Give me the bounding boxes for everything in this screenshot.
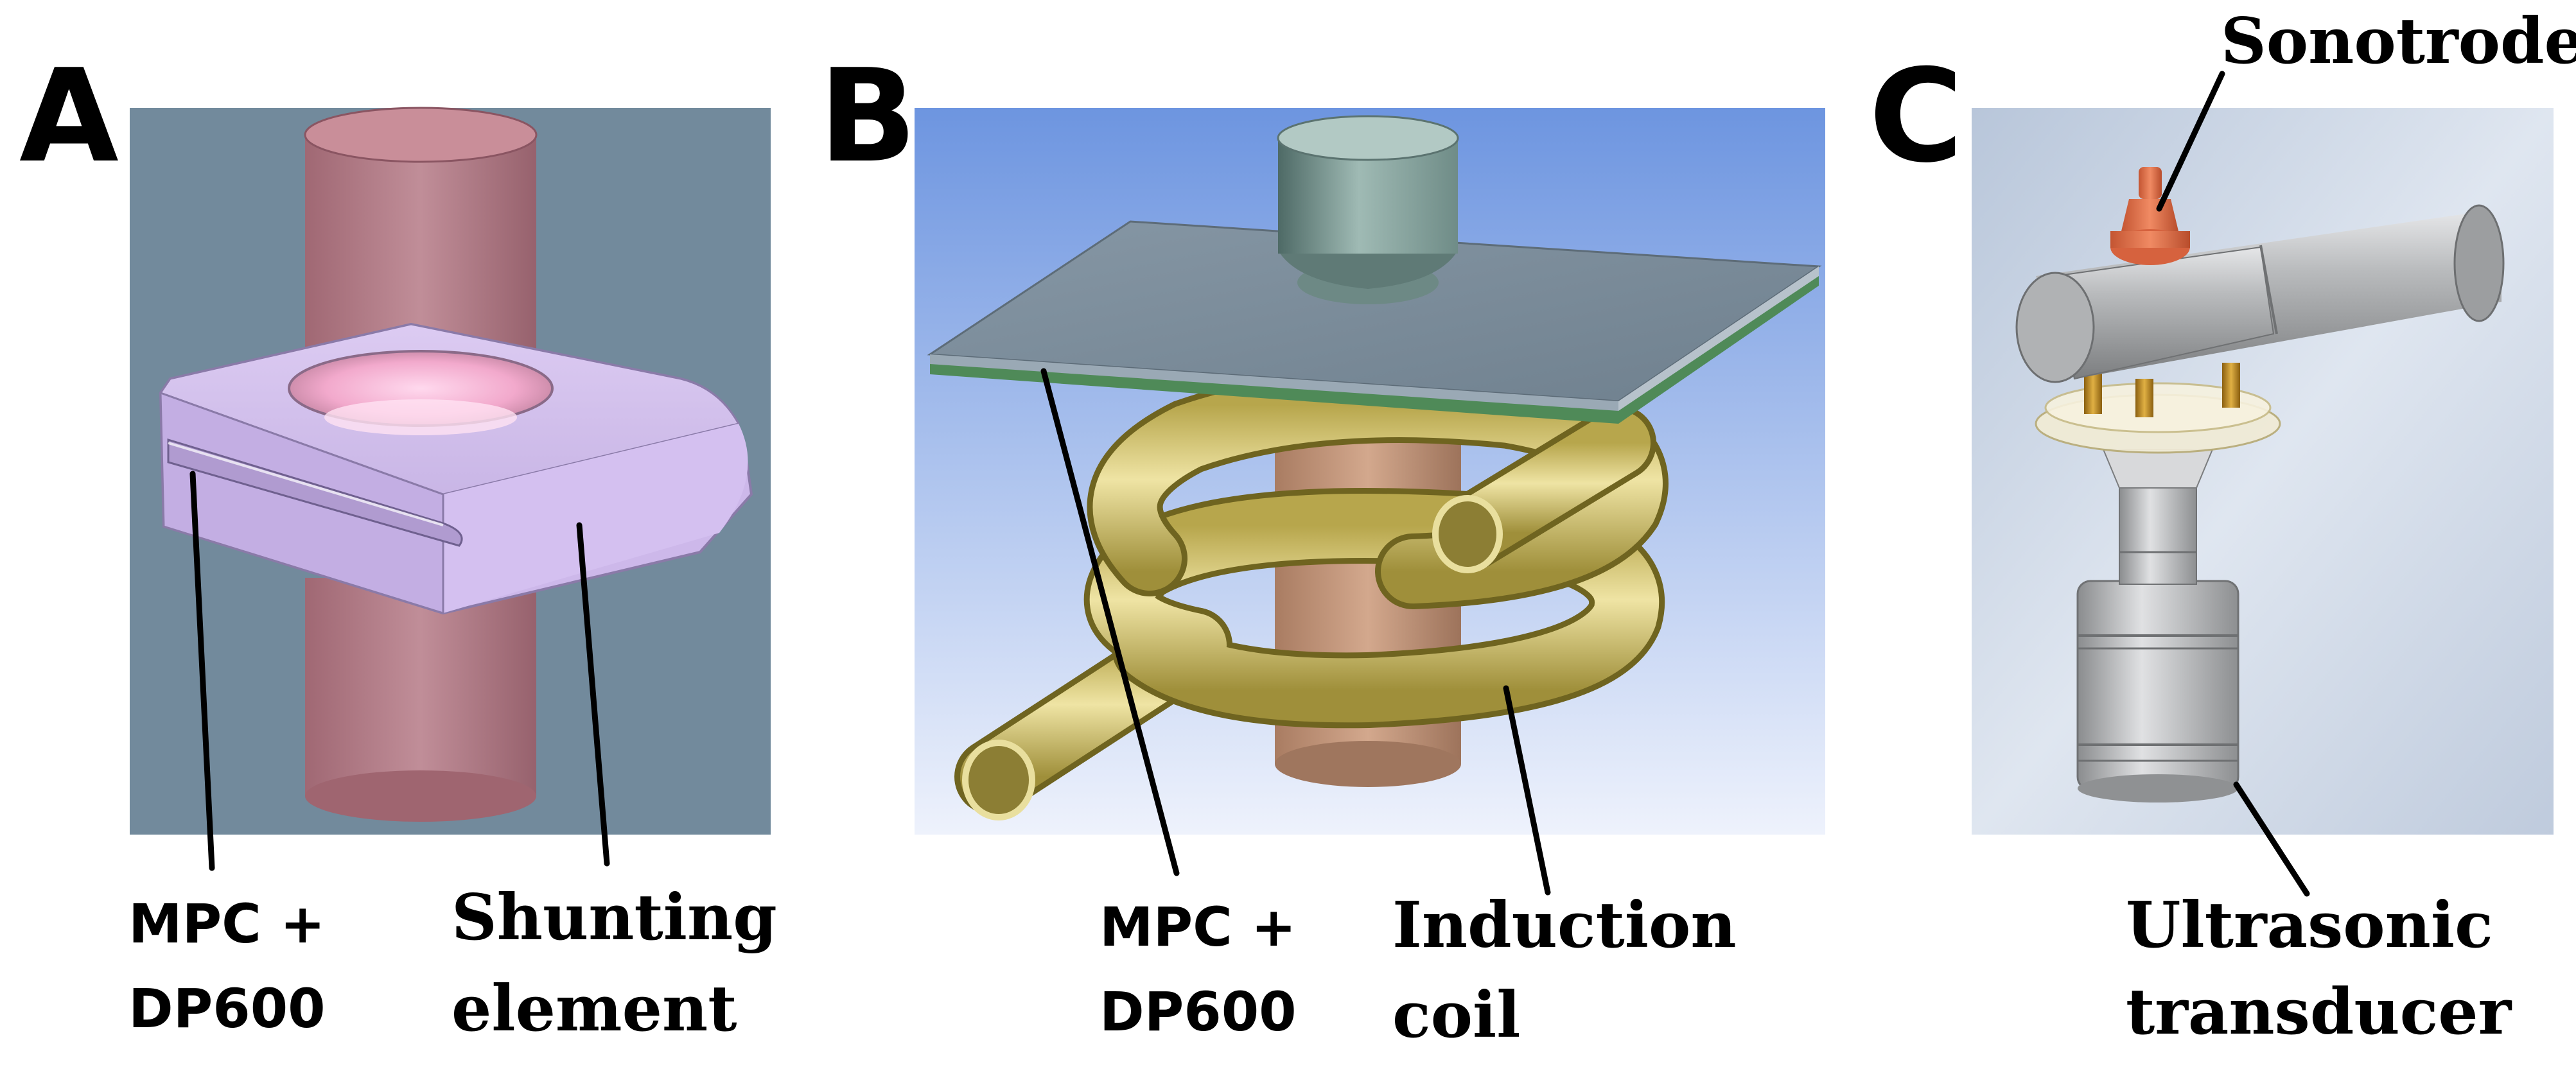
upper-electrode-cap — [1277, 115, 1459, 304]
label-c-transducer: transducer — [2126, 975, 2512, 1049]
shunting-element-part — [159, 322, 753, 615]
sheet-stack — [927, 220, 1822, 424]
leader-line-b-left — [1040, 368, 1180, 876]
label-a-shunting: Shunting — [451, 881, 777, 955]
panel-a: A MPC + DP600 Shunting element — [19, 42, 777, 1046]
panel-letter-b: B — [819, 42, 916, 191]
panel-b: B — [819, 42, 1825, 1052]
label-c-sonotrode: Sonotrode — [2221, 4, 2576, 78]
label-b-mpc: MPC + — [1100, 896, 1296, 959]
leader-line-a-left — [189, 471, 215, 871]
label-a-dp600: DP600 — [128, 977, 326, 1040]
panel-letter-c: C — [1869, 42, 1963, 191]
label-b-induction: Induction — [1392, 889, 1737, 962]
panel-letter-a: A — [19, 42, 119, 191]
label-a-mpc: MPC + — [128, 892, 325, 955]
horn-cylinder — [2015, 204, 2505, 383]
lower-electrode — [305, 578, 536, 822]
leader-line-c-top — [2156, 71, 2225, 212]
transducer-body — [2076, 449, 2239, 802]
panel-c: C — [1869, 4, 2576, 1049]
label-b-coil: coil — [1392, 978, 1521, 1052]
leader-line-b-right — [1503, 685, 1551, 896]
label-a-element: element — [451, 972, 737, 1046]
label-b-dp600: DP600 — [1100, 980, 1297, 1043]
leader-line-a-right — [576, 522, 610, 867]
leader-line-c-bottom — [2233, 781, 2310, 897]
sonotrode-part — [2110, 167, 2190, 265]
flange — [2035, 363, 2281, 454]
label-c-ultrasonic: Ultrasonic — [2126, 889, 2493, 962]
